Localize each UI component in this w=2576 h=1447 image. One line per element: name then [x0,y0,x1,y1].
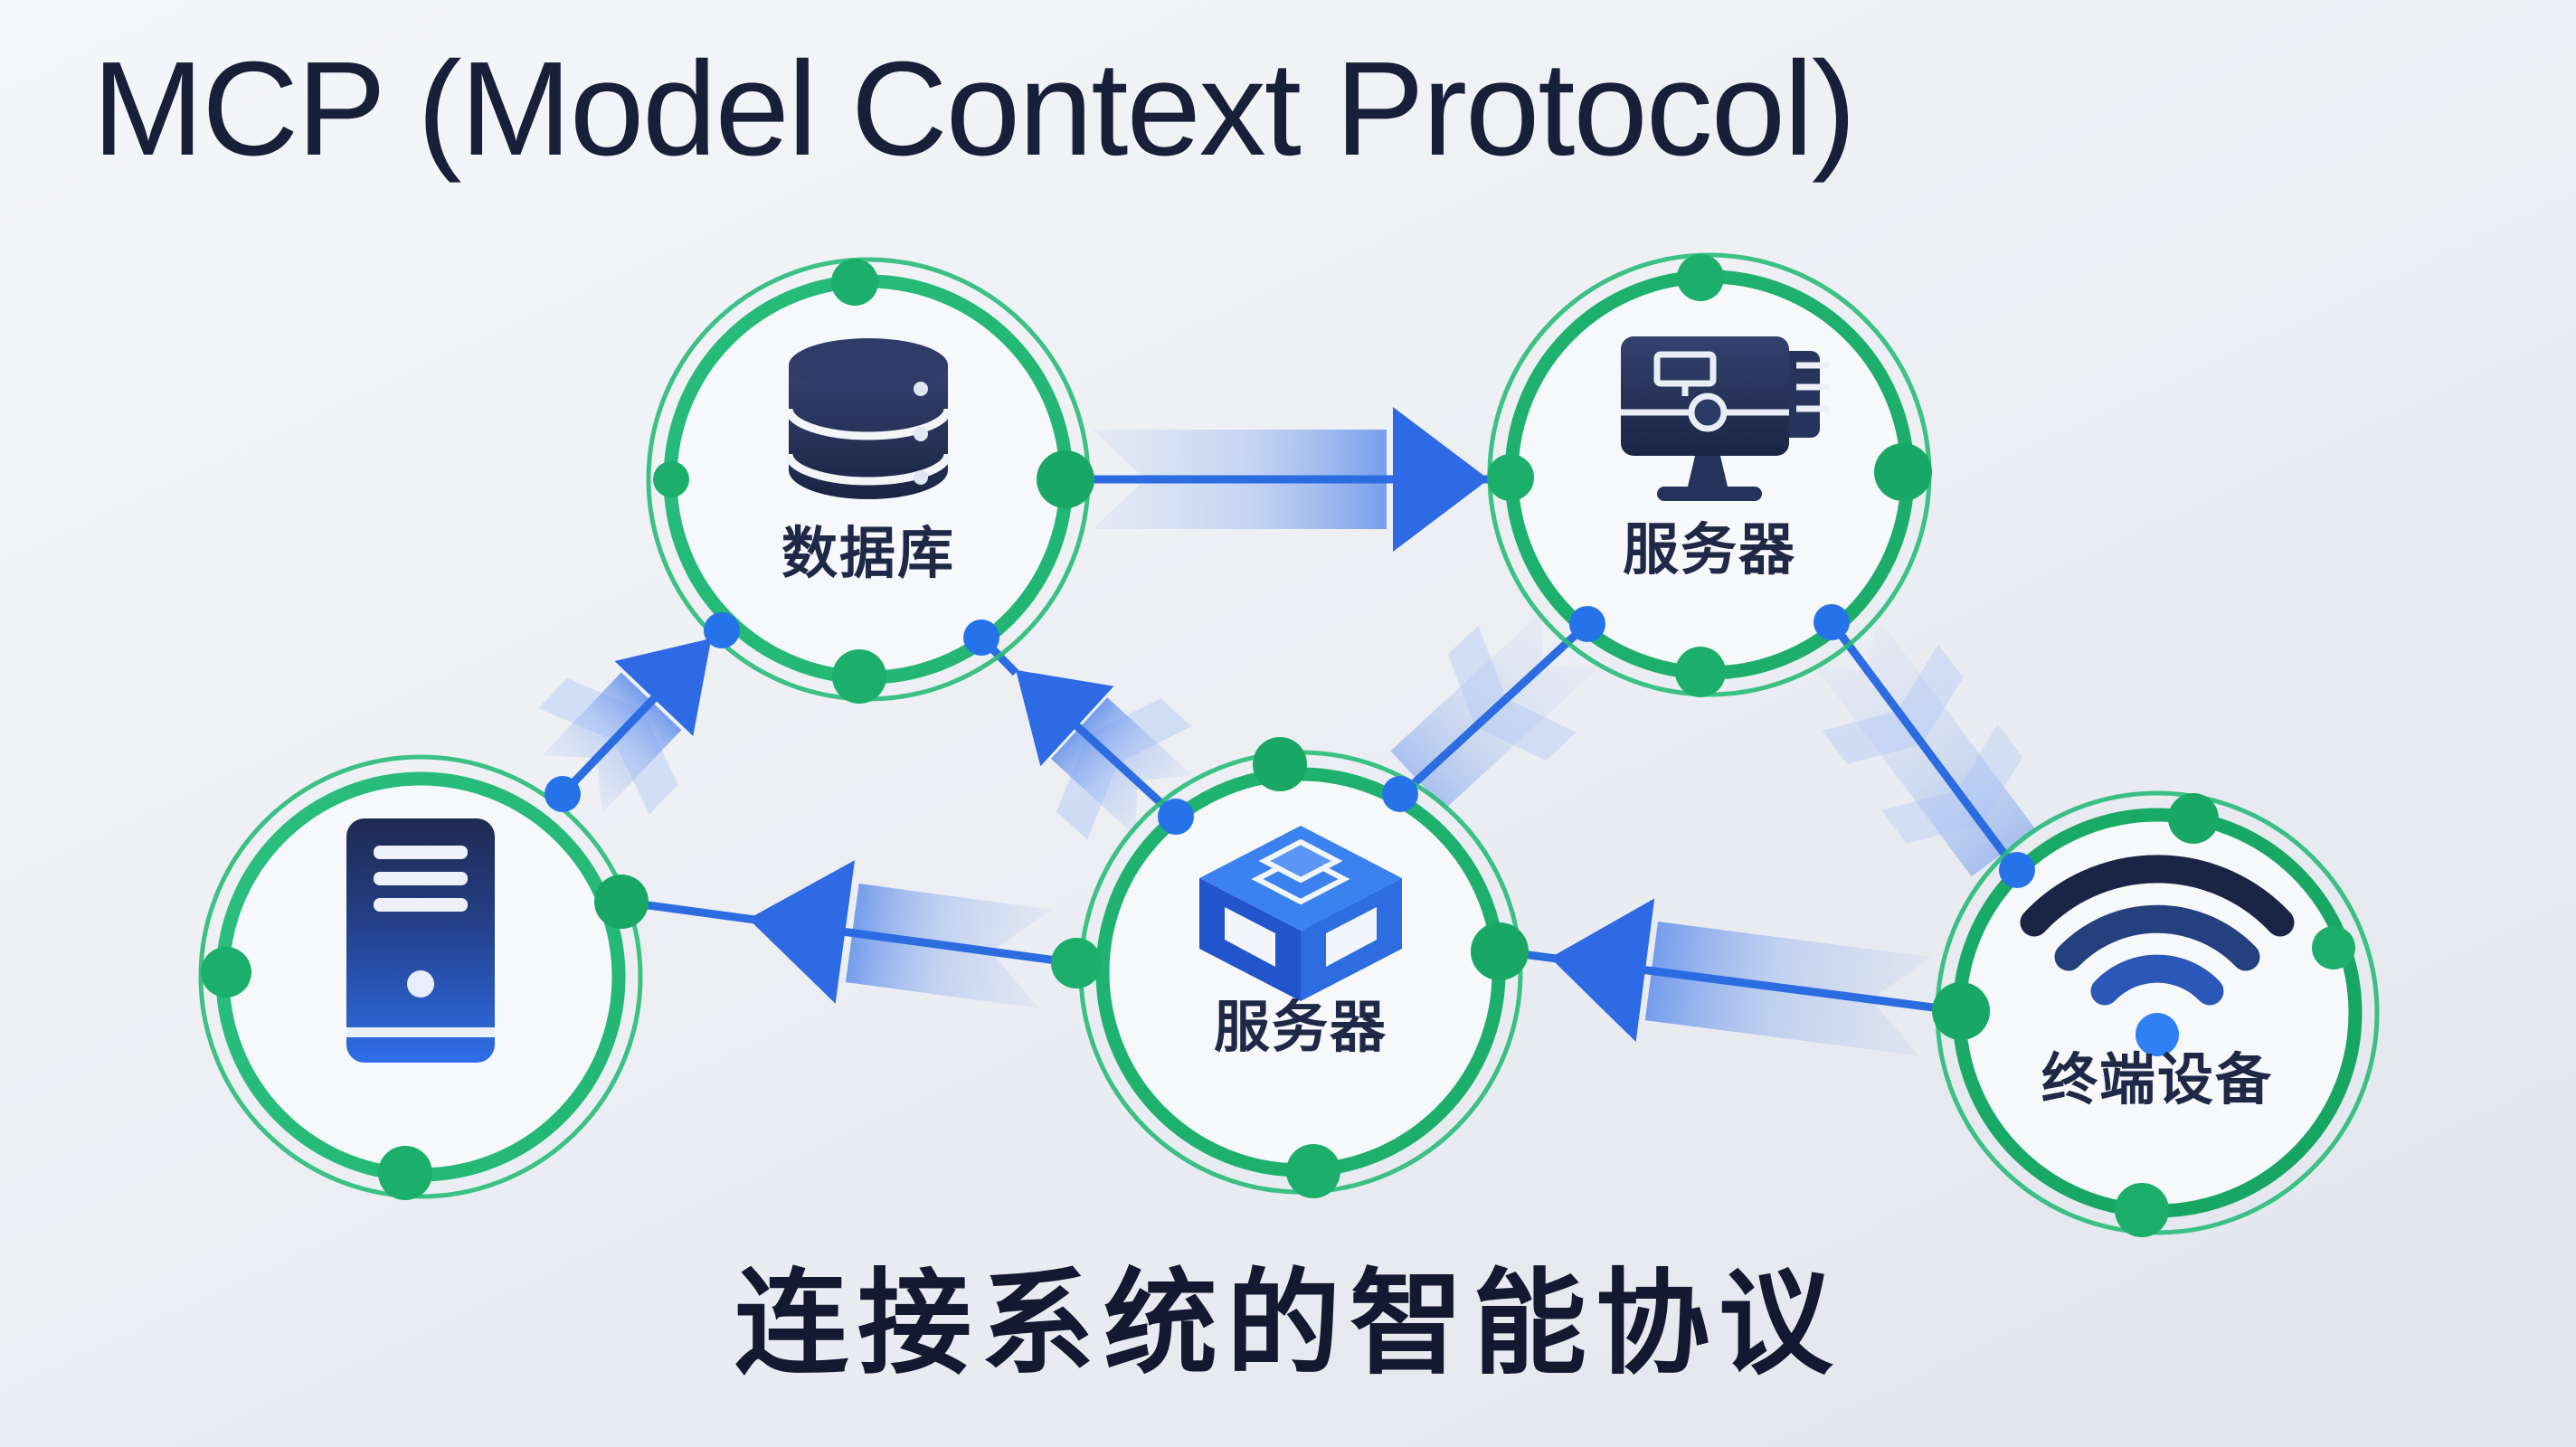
ring-dot [1253,737,1307,791]
ring-dot [1051,938,1102,988]
ring-dot [1286,1144,1340,1198]
ring-dot [1037,450,1094,508]
ring-dot [2115,1183,2169,1237]
database-icon [784,338,952,499]
ring-dot [1932,982,1990,1040]
ring-dot [832,649,886,704]
ring-dot-blue [1382,776,1418,812]
ring-dot [1487,454,1534,501]
cube-server-icon [1199,826,1402,1001]
wifi-icon [2020,855,2295,1056]
arrowhead-up-left [1016,669,1114,767]
page-title: MCP (Model Context Protocol) [92,34,1856,184]
link-database-to-server-top [1065,407,1511,552]
node-database [646,257,1094,704]
ring-dot [1471,922,1529,980]
ring-dot [1675,647,1726,697]
ring-outer [198,754,643,1199]
ring-dot [653,461,689,497]
ring-dot-blue [704,612,740,648]
ring-dot [1677,254,1724,301]
node-server-top [1487,252,1932,697]
ring-dot [201,947,251,998]
node-server-middle [1051,737,1529,1198]
node-label-database: 数据库 [781,523,956,585]
ring-dot-blue [963,619,999,656]
arrowhead-right [1393,407,1489,552]
arrowhead-up-right [614,638,712,736]
link-tower-to-database [538,638,712,815]
arrowhead-left [748,860,856,1004]
arrowhead-left [1549,898,1655,1042]
ring-dot-blue [1569,606,1605,642]
ring-dot-blue [545,776,581,812]
ring-dot-blue [1158,799,1194,835]
ring-dot [594,875,649,929]
node-label-server-middle: 服务器 [1213,997,1388,1059]
node-label-server-top: 服务器 [1622,519,1797,582]
ring-dot-blue [1814,604,1850,640]
ring-dot [1874,443,1932,501]
link-server-top-to-server-middle [1390,610,1598,809]
link-server-top-to-terminal [1813,616,2036,877]
ring-dot [378,1146,432,1200]
node-tower-host [198,754,649,1200]
ring-dot [2168,793,2219,844]
ring-dot [2312,926,2355,969]
ring-dot-blue [1999,852,2035,888]
node-terminal-devices [1932,790,2380,1237]
node-label-terminal: 终端设备 [2041,1049,2274,1111]
monitor-server-icon [1621,336,1829,501]
tower-pc-icon [346,818,495,1063]
ring-dot [831,259,878,306]
diagram-caption: 连接系统的智能协议 [734,1260,1842,1387]
link-server-middle-to-tower [621,860,1077,1008]
link-terminal-to-server-middle [1501,898,1962,1056]
